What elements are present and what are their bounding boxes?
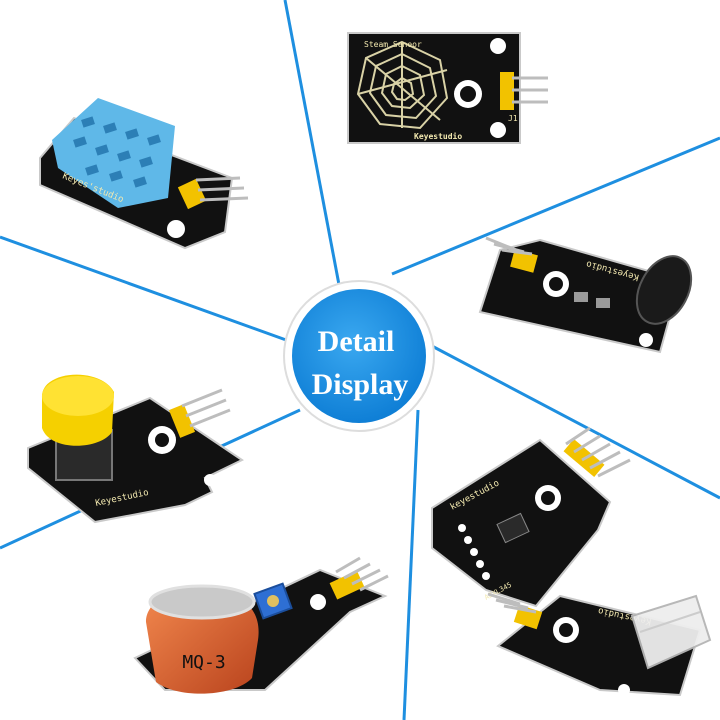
steam-pins <box>512 76 548 104</box>
mq3-label: MQ-3 <box>182 652 225 673</box>
divider-line-bottom <box>402 409 420 720</box>
dht-mount-hole <box>167 220 185 238</box>
adxl345-module: keyestudio ADXL345 <box>431 426 631 608</box>
knock-spring-housing <box>630 594 712 670</box>
steam-label: Steam Seneor <box>364 40 422 49</box>
mq3-mesh <box>148 584 256 620</box>
steam-sensor-module: Steam Seneor Keyestudio J1 <box>347 32 548 144</box>
tilt-pins <box>485 236 533 256</box>
divider-line-right-middle <box>429 343 720 500</box>
button-header <box>168 404 196 438</box>
divider-line-top <box>283 0 342 291</box>
knock-sensor-module: Keyestudio <box>487 592 712 697</box>
divider-line-left-upper <box>0 235 301 347</box>
button-module: Keyestudio <box>27 374 244 524</box>
adxl-chip <box>496 512 530 544</box>
steam-sensing-web <box>356 40 449 130</box>
tilt-switch-module: Keyestudio <box>478 236 693 354</box>
mq3-pins <box>335 556 389 592</box>
button-pins <box>181 388 231 428</box>
center-badge: Detail Display <box>283 280 435 432</box>
center-title-line2: Display <box>312 368 409 401</box>
steam-pin-label: J1 <box>508 114 518 123</box>
dht11-module: Keyes'studio <box>39 98 249 250</box>
steam-brand: Keyestudio <box>414 131 462 141</box>
dht-header <box>177 178 207 210</box>
adxl-pins <box>565 426 631 478</box>
tilt-switch-cylinder <box>635 255 693 325</box>
steam-header <box>500 72 514 110</box>
adxl-pads <box>458 524 490 580</box>
dht-sensor-grid <box>73 116 161 188</box>
knock-pins <box>487 592 537 614</box>
mq3-gas-sensor-module: MQ-3 <box>133 556 389 694</box>
mq3-header <box>329 570 365 600</box>
center-title-line1: Detail <box>318 325 395 358</box>
dht-pins <box>195 176 249 202</box>
divider-line-right-upper <box>391 136 720 276</box>
